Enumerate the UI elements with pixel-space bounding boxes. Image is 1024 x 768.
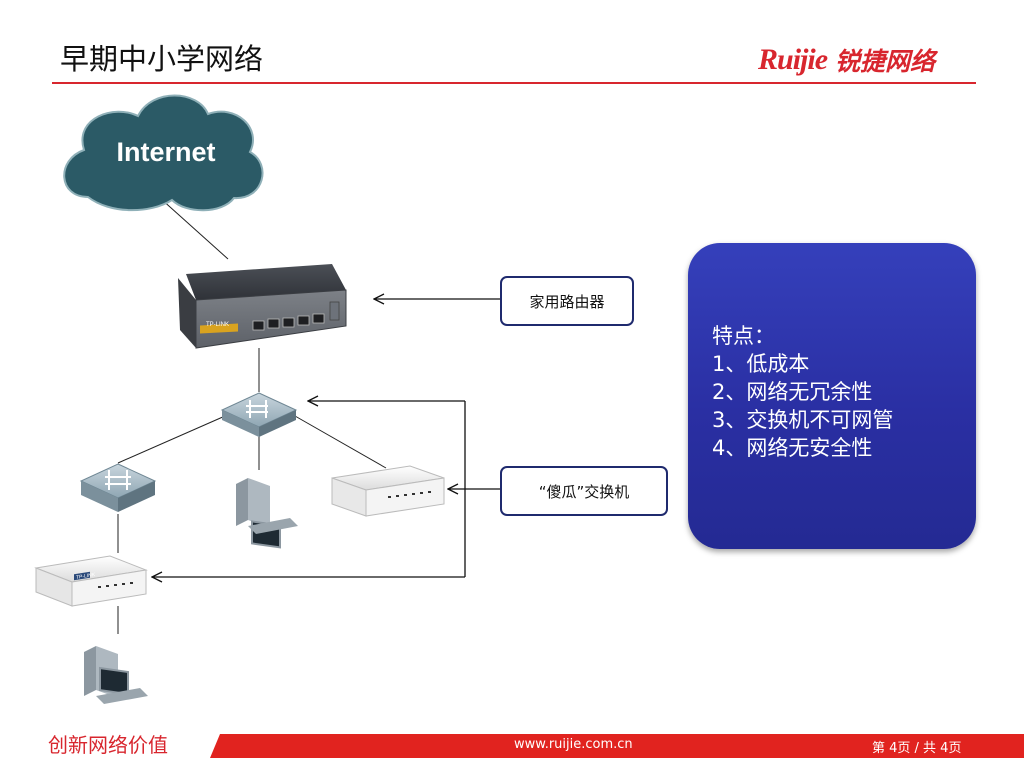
connection-lines bbox=[117, 197, 387, 634]
footer-url: www.ruijie.com.cn bbox=[514, 737, 633, 752]
feature-item: 1、低成本 bbox=[712, 352, 810, 376]
link-cloud-router bbox=[159, 197, 229, 260]
core-switch-icon bbox=[220, 392, 298, 437]
logo-chinese-text: 锐捷网络 bbox=[835, 47, 936, 76]
internet-label: Internet bbox=[116, 137, 215, 167]
dumb-switch-icon bbox=[331, 465, 445, 517]
features-card: 特点： 1、低成本 2、网络无冗余性 3、交换机不可网管 4、网络无安全性 bbox=[688, 243, 976, 549]
router-brand-text: TP-LINK bbox=[206, 322, 229, 328]
features-heading: 特点： bbox=[712, 324, 775, 348]
footer-slogan: 创新网络价值 bbox=[48, 733, 168, 757]
page-number: 第 4页 / 共 4页 bbox=[872, 741, 962, 756]
left-switch-icon bbox=[79, 463, 157, 512]
feature-item: 3、交换机不可网管 bbox=[712, 408, 894, 432]
callout-arrows bbox=[152, 299, 500, 577]
footer-bar bbox=[210, 734, 1024, 758]
router-callout-text: 家用路由器 bbox=[529, 292, 605, 311]
lower-dumb-switch-icon: TP-LINK bbox=[34, 555, 148, 607]
feature-item: 2、网络无冗余性 bbox=[712, 380, 873, 404]
link-switch-dumbswitch bbox=[294, 415, 387, 469]
link-switch-leftswitch bbox=[117, 415, 226, 464]
internet-cloud-icon: Internet bbox=[63, 94, 264, 212]
lower-switch-brand-text: TP-LINK bbox=[76, 572, 96, 581]
desktop-pc-icon bbox=[236, 478, 298, 549]
feature-item: 4、网络无安全性 bbox=[712, 436, 873, 460]
lower-desktop-pc-icon bbox=[84, 646, 148, 704]
ruijie-logo: Ruijie 锐捷网络 bbox=[758, 42, 935, 78]
home-router-icon: TP-LINK bbox=[178, 264, 347, 349]
logo-latin-text: Ruijie bbox=[758, 43, 828, 76]
router-callout: 家用路由器 bbox=[500, 276, 634, 326]
switch-callout: “傻瓜”交换机 bbox=[500, 466, 668, 516]
title-divider bbox=[52, 82, 976, 84]
switch-callout-text: “傻瓜”交换机 bbox=[538, 482, 630, 501]
page-title: 早期中小学网络 bbox=[60, 42, 264, 76]
